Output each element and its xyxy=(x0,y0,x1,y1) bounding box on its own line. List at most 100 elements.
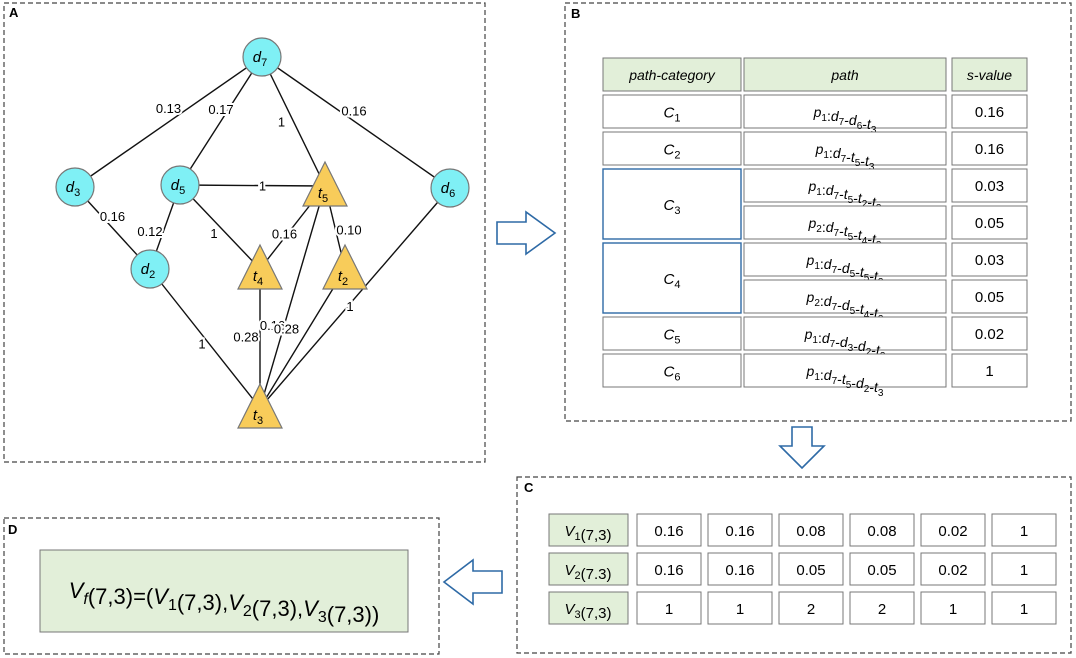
path-table-header: path xyxy=(830,67,858,83)
path-category-label: C4 xyxy=(664,271,681,291)
vector-label-cell xyxy=(548,513,629,547)
formula-box xyxy=(39,549,409,633)
graph-edge xyxy=(259,268,346,409)
vector-value-cell xyxy=(920,513,986,547)
vector-value: 1 xyxy=(1020,562,1028,579)
s-value-cell xyxy=(951,316,1028,351)
vector-value: 0.16 xyxy=(725,523,754,540)
vector-label: V1(7,3) xyxy=(565,523,612,544)
path-table-header-cell xyxy=(602,57,742,92)
path-cell xyxy=(743,316,947,351)
node-label: t2 xyxy=(338,268,348,288)
vector-value: 0.08 xyxy=(796,523,825,540)
edge-weight-label: 0.16 xyxy=(272,227,297,242)
vector-value: 0.16 xyxy=(725,562,754,579)
node-label: d5 xyxy=(171,177,185,197)
node-label: d2 xyxy=(141,261,155,281)
doc-node-circle xyxy=(430,168,470,208)
node-label: d3 xyxy=(66,179,80,199)
vector-value-cell xyxy=(707,513,773,547)
panel-label-c: C xyxy=(524,480,534,495)
s-value-label: 0.03 xyxy=(975,252,1004,269)
edge-weight-label: 0.13 xyxy=(156,101,181,116)
panel-label-d: D xyxy=(8,522,17,537)
edge-weight-label: 1 xyxy=(198,337,205,352)
node-t4: t4 xyxy=(237,243,283,290)
vector-value-cell xyxy=(991,513,1057,547)
edge-weight-label: 0.10 xyxy=(336,223,361,238)
path-category-cell xyxy=(602,353,742,388)
doc-node-circle xyxy=(242,37,282,77)
vector-value-cell xyxy=(778,552,844,586)
path-cell xyxy=(743,205,947,240)
vector-value-cell xyxy=(636,552,702,586)
s-value-cell xyxy=(951,131,1028,166)
edge-weight-label: 0.12 xyxy=(137,224,162,239)
node-t3: t3 xyxy=(237,382,283,429)
path-category-label: C3 xyxy=(664,197,681,217)
node-t2: t2 xyxy=(322,243,368,290)
vector-value-cell xyxy=(849,552,915,586)
term-node-triangle xyxy=(322,243,368,290)
path-category-cell xyxy=(602,131,742,166)
node-label: d6 xyxy=(441,180,455,200)
path-cell xyxy=(743,168,947,203)
path-table-header: path-category xyxy=(628,67,716,83)
node-t5: t5 xyxy=(302,160,348,207)
path-label: p1:d7-d6-t3 xyxy=(813,104,877,136)
vector-value: 0.02 xyxy=(938,523,967,540)
term-node-triangle xyxy=(237,243,283,290)
edge-weight-label: 0.16 xyxy=(100,209,125,224)
path-label: p1:d7-d5-t5-t3 xyxy=(806,252,884,288)
vector-label-cell xyxy=(548,591,629,625)
vector-label: V2(7.3) xyxy=(565,562,612,583)
path-cell xyxy=(743,279,947,314)
vector-value: 0.05 xyxy=(796,562,825,579)
edge-weight-label: 0.17 xyxy=(208,102,233,117)
vector-value: 1 xyxy=(1020,523,1028,540)
graph-edge xyxy=(261,56,326,187)
vector-value: 0.16 xyxy=(654,523,683,540)
path-cell xyxy=(743,131,947,166)
s-value-cell xyxy=(951,242,1028,277)
vector-label-cell xyxy=(548,552,629,586)
s-value-label: 0.02 xyxy=(975,326,1004,343)
graph-edge xyxy=(179,184,326,187)
vector-value: 1 xyxy=(1020,601,1028,618)
s-value-label: 0.16 xyxy=(975,141,1004,158)
path-label: p1:d7-t5-d2-t3 xyxy=(806,363,884,399)
path-category-cell xyxy=(602,242,742,314)
path-cell xyxy=(743,353,947,388)
s-value-label: 0.05 xyxy=(975,289,1004,306)
vector-value-cell xyxy=(920,591,986,625)
vector-value-cell xyxy=(849,513,915,547)
vector-value: 0.05 xyxy=(867,562,896,579)
vector-value: 1 xyxy=(665,601,673,618)
vector-value-cell xyxy=(991,552,1057,586)
path-table-header-cell xyxy=(743,57,947,92)
term-node-triangle xyxy=(237,382,283,429)
vector-value: 0.02 xyxy=(938,562,967,579)
formula-text: Vf(7,3)=(V1(7,3),V2(7,3),V3(7,3)) xyxy=(69,578,380,627)
vector-value: 2 xyxy=(878,601,886,618)
graph-edge xyxy=(261,56,451,189)
doc-node-circle xyxy=(130,249,170,289)
panel-d-frame xyxy=(3,517,440,655)
node-d7: d7 xyxy=(242,37,282,77)
s-value-cell xyxy=(951,353,1028,388)
edge-weight-label: 1 xyxy=(210,226,217,241)
panel-label-a: A xyxy=(9,5,19,20)
vector-value-cell xyxy=(636,591,702,625)
arrow-down-b-to-c xyxy=(778,426,826,470)
path-category-label: C5 xyxy=(664,327,681,347)
s-value-cell xyxy=(951,279,1028,314)
path-table-header-cell xyxy=(951,57,1028,92)
graph-edge xyxy=(149,268,261,409)
edge-weight-label: 0.16 xyxy=(260,318,285,333)
path-cell xyxy=(743,242,947,277)
path-cell xyxy=(743,94,947,129)
